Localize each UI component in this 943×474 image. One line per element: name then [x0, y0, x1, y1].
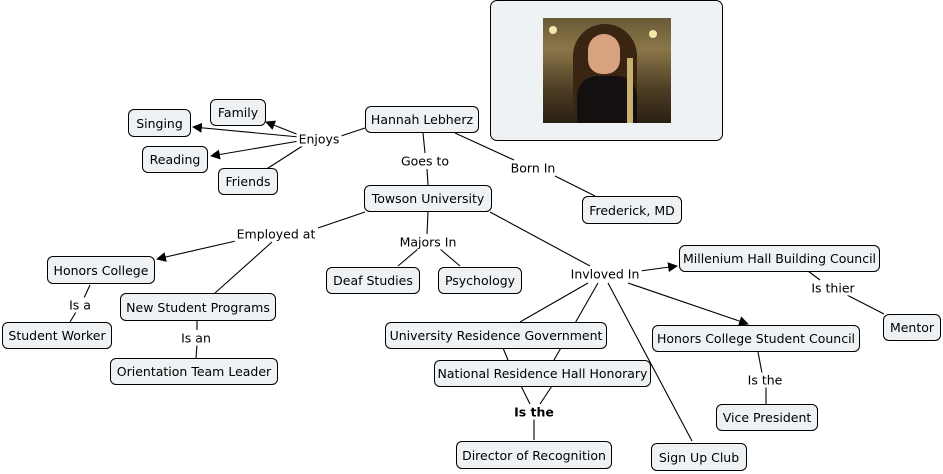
node-millenium-hall[interactable]: Millenium Hall Building Council — [679, 245, 880, 272]
node-orientation-team-leader[interactable]: Orientation Team Leader — [110, 358, 278, 385]
node-student-worker[interactable]: Student Worker — [2, 322, 112, 349]
link-label-is-a: Is a — [67, 297, 93, 313]
node-university-residence-government[interactable]: University Residence Government — [385, 322, 607, 349]
node-deaf-studies[interactable]: Deaf Studies — [326, 267, 420, 294]
node-family[interactable]: Family — [210, 99, 266, 126]
link-label-born-in: Born In — [508, 160, 558, 176]
link-label-goes-to: Goes to — [398, 153, 452, 169]
node-honors-college-student-council[interactable]: Honors College Student Council — [652, 325, 860, 352]
node-hannah-lebherz[interactable]: Hannah Lebherz — [365, 106, 479, 133]
link-label-is-the-recognition: Is the — [512, 404, 556, 420]
node-national-residence-hall-honorary[interactable]: National Residence Hall Honorary — [434, 360, 651, 387]
link-label-majors-in: Majors In — [397, 234, 459, 250]
profile-photo — [543, 18, 671, 123]
node-director-of-recognition[interactable]: Director of Recognition — [456, 441, 612, 469]
link-label-employed-at: Employed at — [234, 226, 318, 242]
link-label-is-the-vice-president: Is the — [745, 372, 785, 388]
node-towson-university[interactable]: Towson University — [364, 185, 492, 212]
node-sign-up-club[interactable]: Sign Up Club — [651, 443, 747, 471]
node-vice-president[interactable]: Vice President — [716, 404, 818, 431]
node-psychology[interactable]: Psychology — [438, 267, 522, 294]
node-new-student-programs[interactable]: New Student Programs — [120, 293, 276, 321]
node-reading[interactable]: Reading — [142, 146, 208, 173]
link-label-involved-in: Invloved In — [568, 266, 642, 282]
node-honors-college[interactable]: Honors College — [47, 256, 155, 284]
node-frederick-md[interactable]: Frederick, MD — [582, 196, 682, 224]
link-label-is-an: Is an — [179, 330, 213, 346]
link-label-is-thier: Is thier — [809, 280, 857, 296]
link-label-enjoys: Enjoys — [296, 131, 342, 147]
node-mentor[interactable]: Mentor — [883, 314, 941, 341]
photo-frame — [490, 0, 723, 141]
node-singing[interactable]: Singing — [128, 109, 191, 137]
node-friends[interactable]: Friends — [218, 168, 278, 195]
